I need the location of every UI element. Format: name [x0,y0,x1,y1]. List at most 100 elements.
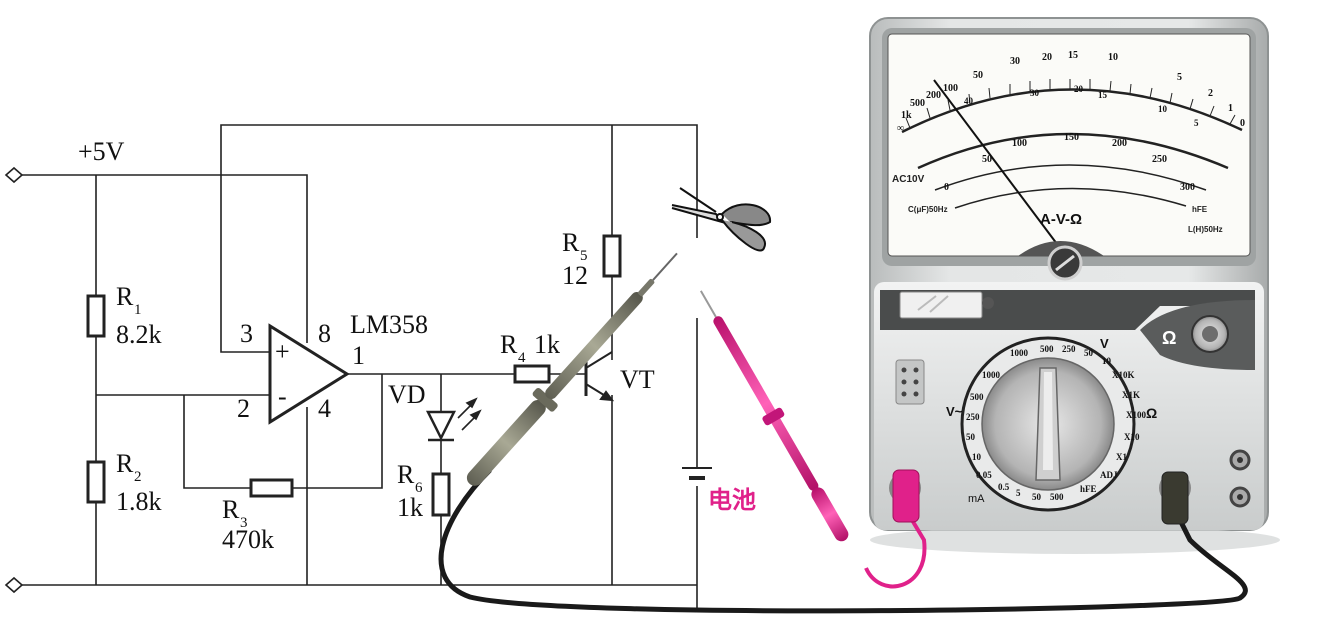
svg-text:250: 250 [966,412,980,422]
svg-text:50: 50 [966,432,976,442]
svg-text:100: 100 [943,83,958,94]
battery-symbol [682,467,712,480]
red-probe[interactable] [691,285,854,545]
opamp-minus-sign: - [278,382,287,411]
svg-text:2: 2 [1208,88,1213,99]
dial-range-labels: 1000 500 250 50 10 X10K X1K X100 X10 X1 … [966,344,1146,502]
r3-name: R [222,495,240,524]
r5-subscript: 5 [580,248,588,264]
svg-text:30: 30 [1010,56,1020,67]
ground-terminal [4,576,24,594]
supply-terminal [4,166,24,184]
r2-subscript: 2 [134,469,142,485]
black-probe[interactable] [459,244,687,493]
r1-subscript: 1 [134,302,142,318]
r6-name: R [397,460,415,489]
scale-ticks [905,79,1236,129]
svg-text:300: 300 [1180,182,1195,193]
svg-text:0.05: 0.05 [976,470,992,480]
svg-text:X1K: X1K [1122,390,1140,400]
svg-text:500: 500 [910,98,925,109]
svg-text:1000: 1000 [1010,348,1029,358]
svg-text:hFE: hFE [1080,484,1097,494]
r3-resistor [249,478,294,498]
svg-text:5: 5 [1177,72,1182,83]
opamp-pin8: 8 [318,319,331,348]
r4-name: R [500,330,518,359]
svg-text:10: 10 [1158,104,1168,114]
svg-text:250: 250 [1062,344,1076,354]
inductance-label: L(H)50Hz [1188,225,1223,234]
svg-text:1000: 1000 [982,370,1001,380]
meter-brand-label: A-V-Ω [1040,211,1082,228]
r6-resistor [431,472,451,517]
opamp-pin3: 3 [240,319,253,348]
svg-text:X1: X1 [1116,452,1127,462]
svg-text:50: 50 [1084,348,1094,358]
svg-text:20: 20 [1042,52,1052,63]
r4-value: 1k [534,330,560,359]
svg-text:1k: 1k [901,110,912,121]
ohm-adjust-label: Ω [1162,328,1176,348]
opamp-triangle [268,323,350,425]
led-diode [425,410,457,442]
r3-subscript: 3 [240,515,248,531]
r4-subscript: 4 [518,350,526,366]
svg-text:500: 500 [970,392,984,402]
r4-resistor [513,364,551,384]
led-light-arrows [457,397,482,431]
svg-text:150: 150 [1064,132,1079,143]
svg-text:0.5: 0.5 [998,482,1010,492]
ac10v-label: AC10V [892,174,925,185]
r1-resistor [86,294,106,338]
battery-label: 电池 [708,487,756,514]
led-label: VD [388,380,426,409]
svg-text:∞: ∞ [897,123,904,134]
svg-text:X10K: X10K [1112,370,1135,380]
r1-name: R [116,282,134,311]
supply-label: +5V [78,137,125,166]
dial-ma-label: mA [968,493,985,505]
svg-text:5: 5 [1194,118,1199,128]
dc-scale-labels: 0 50 100 150 200 250 300 [944,132,1195,193]
transistor-symbol [584,351,615,402]
opamp-pin1: 1 [352,341,365,370]
svg-text:5: 5 [1016,488,1021,498]
svg-text:1: 1 [1228,103,1233,114]
transistor-label: VT [620,365,655,394]
svg-text:X10: X10 [1124,432,1140,442]
opamp-pin2: 2 [237,394,250,423]
meter-needle [933,79,1061,249]
r2-name: R [116,449,134,478]
svg-text:50: 50 [973,70,983,81]
svg-text:100: 100 [1012,138,1027,149]
hfe-scale-label: hFE [1192,205,1208,214]
svg-text:50: 50 [982,154,992,165]
r3-value: 470k [222,525,274,554]
svg-text:10: 10 [972,452,982,462]
svg-text:50: 50 [1032,492,1042,502]
r5-resistor [602,234,622,278]
svg-text:500: 500 [1040,344,1054,354]
dial-acv-label: V~ [946,404,963,419]
r1-value: 8.2k [116,320,162,349]
svg-text:10: 10 [1108,52,1118,63]
black-probe-cable [438,468,1248,614]
r6-subscript: 6 [415,480,423,496]
svg-text:200: 200 [926,90,941,101]
r5-name: R [562,228,580,257]
svg-text:500: 500 [1050,492,1064,502]
ohm-scale-labels: ∞ 1k 500 200 100 50 30 20 15 10 5 2 1 0 [897,50,1245,134]
svg-text:15: 15 [1068,50,1078,61]
dial-dcv-label: V [1100,336,1109,351]
opamp-pin4: 4 [318,394,331,423]
multimeter: ∞ 1k 500 200 100 50 30 20 15 10 5 2 1 0 … [869,17,1280,554]
black-probe-plug [1161,471,1189,525]
r2-value: 1.8k [116,487,162,516]
wire-cutter-pliers-icon [671,187,772,252]
red-probe-cable [864,518,927,589]
red-probe-plug [892,469,920,523]
svg-text:0: 0 [944,182,949,193]
capacitance-label: C(μF)50Hz [908,205,948,214]
svg-text:40: 40 [964,96,974,106]
